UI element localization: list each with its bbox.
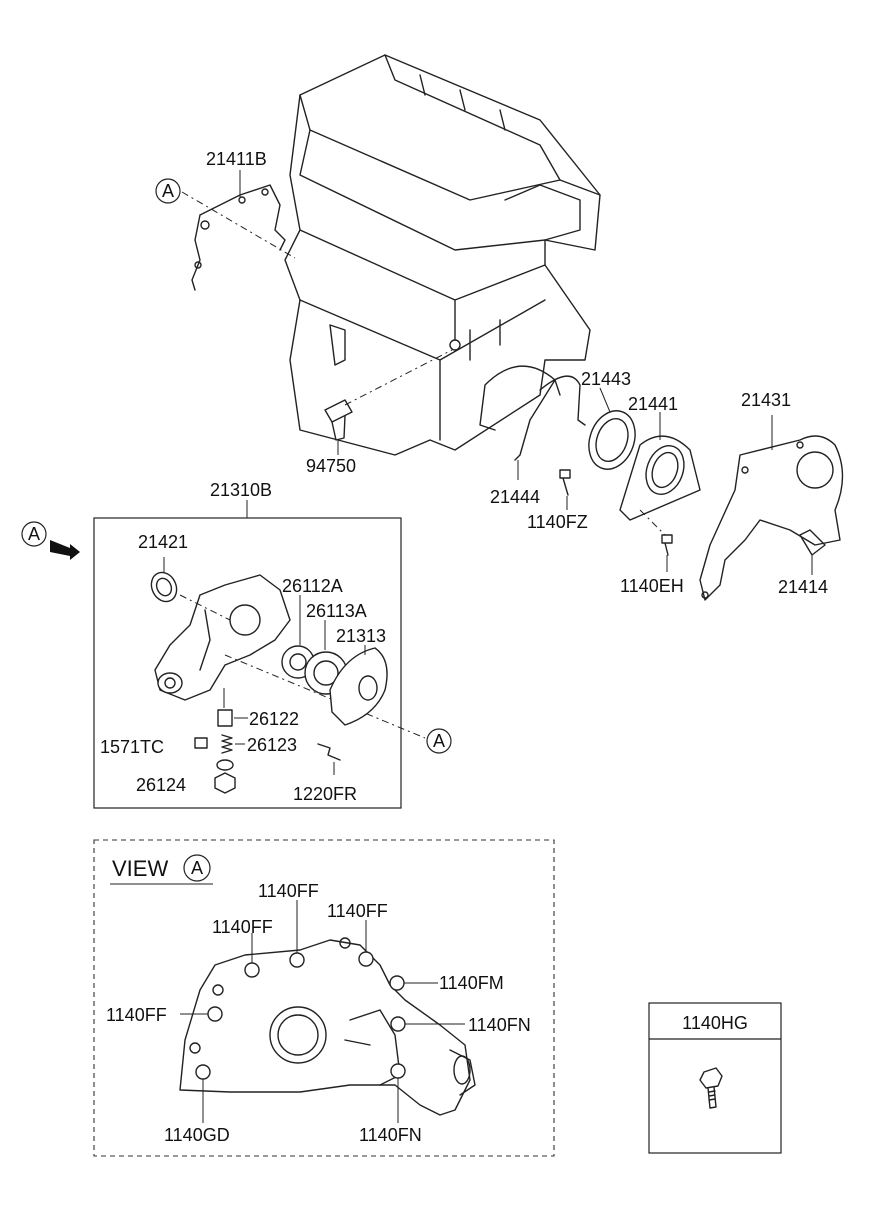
marker-letter: A <box>162 181 174 201</box>
engine-block <box>284 54 601 456</box>
label-26122: 26122 <box>249 709 299 729</box>
label-21411b: 21411B <box>206 149 267 169</box>
label-21310b: 21310B <box>210 480 272 500</box>
view-a-box <box>93 839 555 1157</box>
label-1140ff-top: 1140FF <box>258 881 319 901</box>
label-1220fr: 1220FR <box>293 784 357 804</box>
marker-letter: A <box>433 731 445 751</box>
label-26112a: 26112A <box>282 576 343 596</box>
rear-oil-seal <box>588 387 636 470</box>
bolt-1140fz <box>559 469 571 510</box>
oil-pressure-switch <box>324 349 453 455</box>
engine-rear-plate <box>699 415 844 601</box>
seal-housing <box>619 412 701 521</box>
label-21443: 21443 <box>581 369 631 389</box>
label-21444: 21444 <box>490 487 540 507</box>
timing-cover-gasket <box>191 170 286 291</box>
label-1571tc: 1571TC <box>100 737 164 757</box>
legend-box <box>648 1002 782 1154</box>
label-21431: 21431 <box>741 390 791 410</box>
label-1140fn-bottom: 1140FN <box>359 1125 422 1145</box>
label-21441: 21441 <box>628 394 678 414</box>
label-1140ff-right: 1140FF <box>327 901 388 921</box>
bracket-21414 <box>799 529 826 575</box>
label-26124: 26124 <box>136 775 186 795</box>
marker-a-left: A <box>21 521 80 560</box>
label-1140fn-right: 1140FN <box>468 1015 531 1035</box>
rear-gasket <box>479 365 586 480</box>
oil-pump-assembly <box>150 557 426 794</box>
label-21313: 21313 <box>336 626 386 646</box>
marker-letter: A <box>28 524 40 544</box>
label-1140ff-side: 1140FF <box>106 1005 167 1025</box>
legend-title: 1140HG <box>682 1013 748 1033</box>
marker-a-right: A <box>426 728 452 754</box>
label-21414: 21414 <box>778 577 828 597</box>
label-1140gd: 1140GD <box>164 1125 230 1145</box>
label-21421: 21421 <box>138 532 188 552</box>
label-26113a: 26113A <box>306 601 367 621</box>
label-1140ff-left: 1140FF <box>212 917 273 937</box>
pump-front-view <box>179 900 476 1123</box>
bolt-1140hg-icon <box>699 1067 723 1109</box>
label-1140fm: 1140FM <box>439 973 504 993</box>
label-1140eh: 1140EH <box>620 576 684 596</box>
bolt-1140eh <box>639 509 673 572</box>
view-title: VIEW <box>112 856 168 881</box>
label-1140fz: 1140FZ <box>527 512 588 532</box>
view-marker: A <box>191 858 203 878</box>
label-26123: 26123 <box>247 735 297 755</box>
marker-a-top: A <box>155 178 181 204</box>
label-94750: 94750 <box>306 456 356 476</box>
